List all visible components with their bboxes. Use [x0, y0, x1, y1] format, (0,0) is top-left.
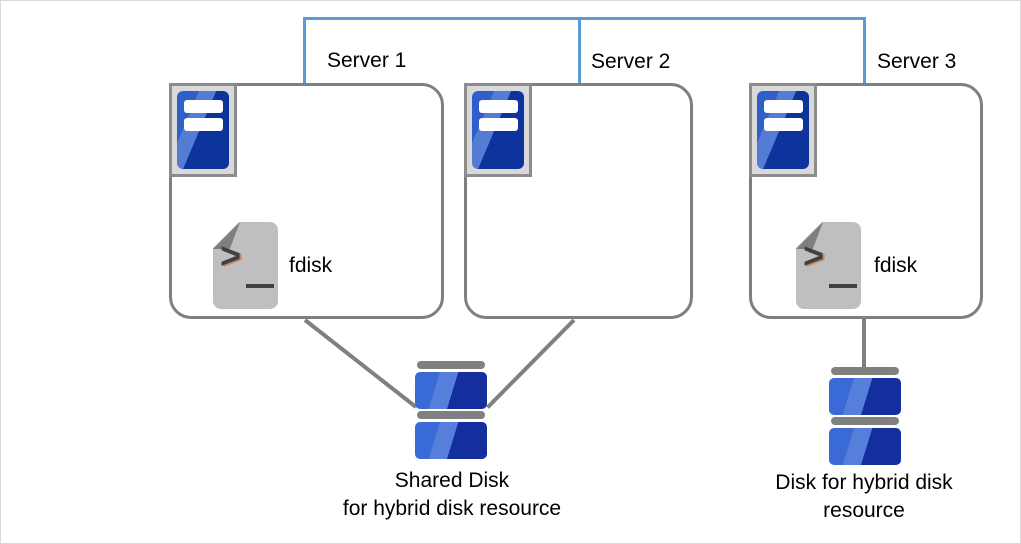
server-slot [764, 118, 803, 131]
server-tower-body [757, 91, 809, 169]
connector-server-2-to-shared-disk [486, 318, 576, 409]
shared-disk-caption-line-1: Shared Disk [394, 469, 510, 492]
server-3-label: Server 3 [877, 50, 957, 73]
server-1-tower-icon [169, 83, 237, 177]
disk-body [415, 422, 487, 459]
server-slot [479, 100, 518, 113]
hybrid-disk-icon [829, 367, 901, 465]
disk-body [829, 428, 901, 465]
connector-server-3-to-disk [862, 319, 866, 368]
network-riser-server-3 [863, 17, 866, 83]
server-slot [764, 100, 803, 113]
hybrid-disk-caption: Disk for hybrid disk resource [704, 469, 1020, 525]
network-line-horizontal [303, 17, 865, 20]
fdisk-label-server-3: fdisk [874, 254, 918, 277]
server-1-label: Server 1 [327, 49, 407, 72]
disk-sheen [829, 378, 901, 415]
disk-cap [417, 411, 485, 419]
underscore-glyph [829, 284, 857, 288]
prompt-glyph: > [220, 235, 242, 276]
prompt-glyph: > [803, 235, 825, 276]
server-tower-body [177, 91, 229, 169]
server-slot [184, 118, 223, 131]
server-tower-body [472, 91, 524, 169]
underscore-glyph [246, 284, 274, 288]
disk-sheen [415, 422, 487, 459]
disk-body [415, 372, 487, 409]
disk-cap [831, 367, 899, 375]
server-slot [479, 118, 518, 131]
disk-body [829, 378, 901, 415]
hybrid-disk-caption-line-1: Disk for hybrid disk [775, 471, 953, 494]
disk-sheen [415, 372, 487, 409]
server-3-tower-icon [749, 83, 817, 177]
shared-disk-icon [415, 361, 487, 459]
disk-sheen [829, 428, 901, 465]
hybrid-disk-caption-line-2: resource [823, 499, 905, 522]
server-2-label: Server 2 [591, 50, 671, 73]
disk-cap [417, 361, 485, 369]
network-riser-server-1 [303, 17, 306, 83]
disk-cap [831, 417, 899, 425]
shared-disk-caption-line-2: for hybrid disk resource [342, 497, 562, 520]
server-2-tower-icon [464, 83, 532, 177]
fdisk-label-server-1: fdisk [289, 254, 333, 277]
server-slot [184, 100, 223, 113]
shared-disk-caption: Shared Disk for hybrid disk resource [292, 467, 612, 523]
connector-server-1-to-shared-disk [303, 318, 418, 409]
network-riser-server-2 [578, 17, 581, 83]
